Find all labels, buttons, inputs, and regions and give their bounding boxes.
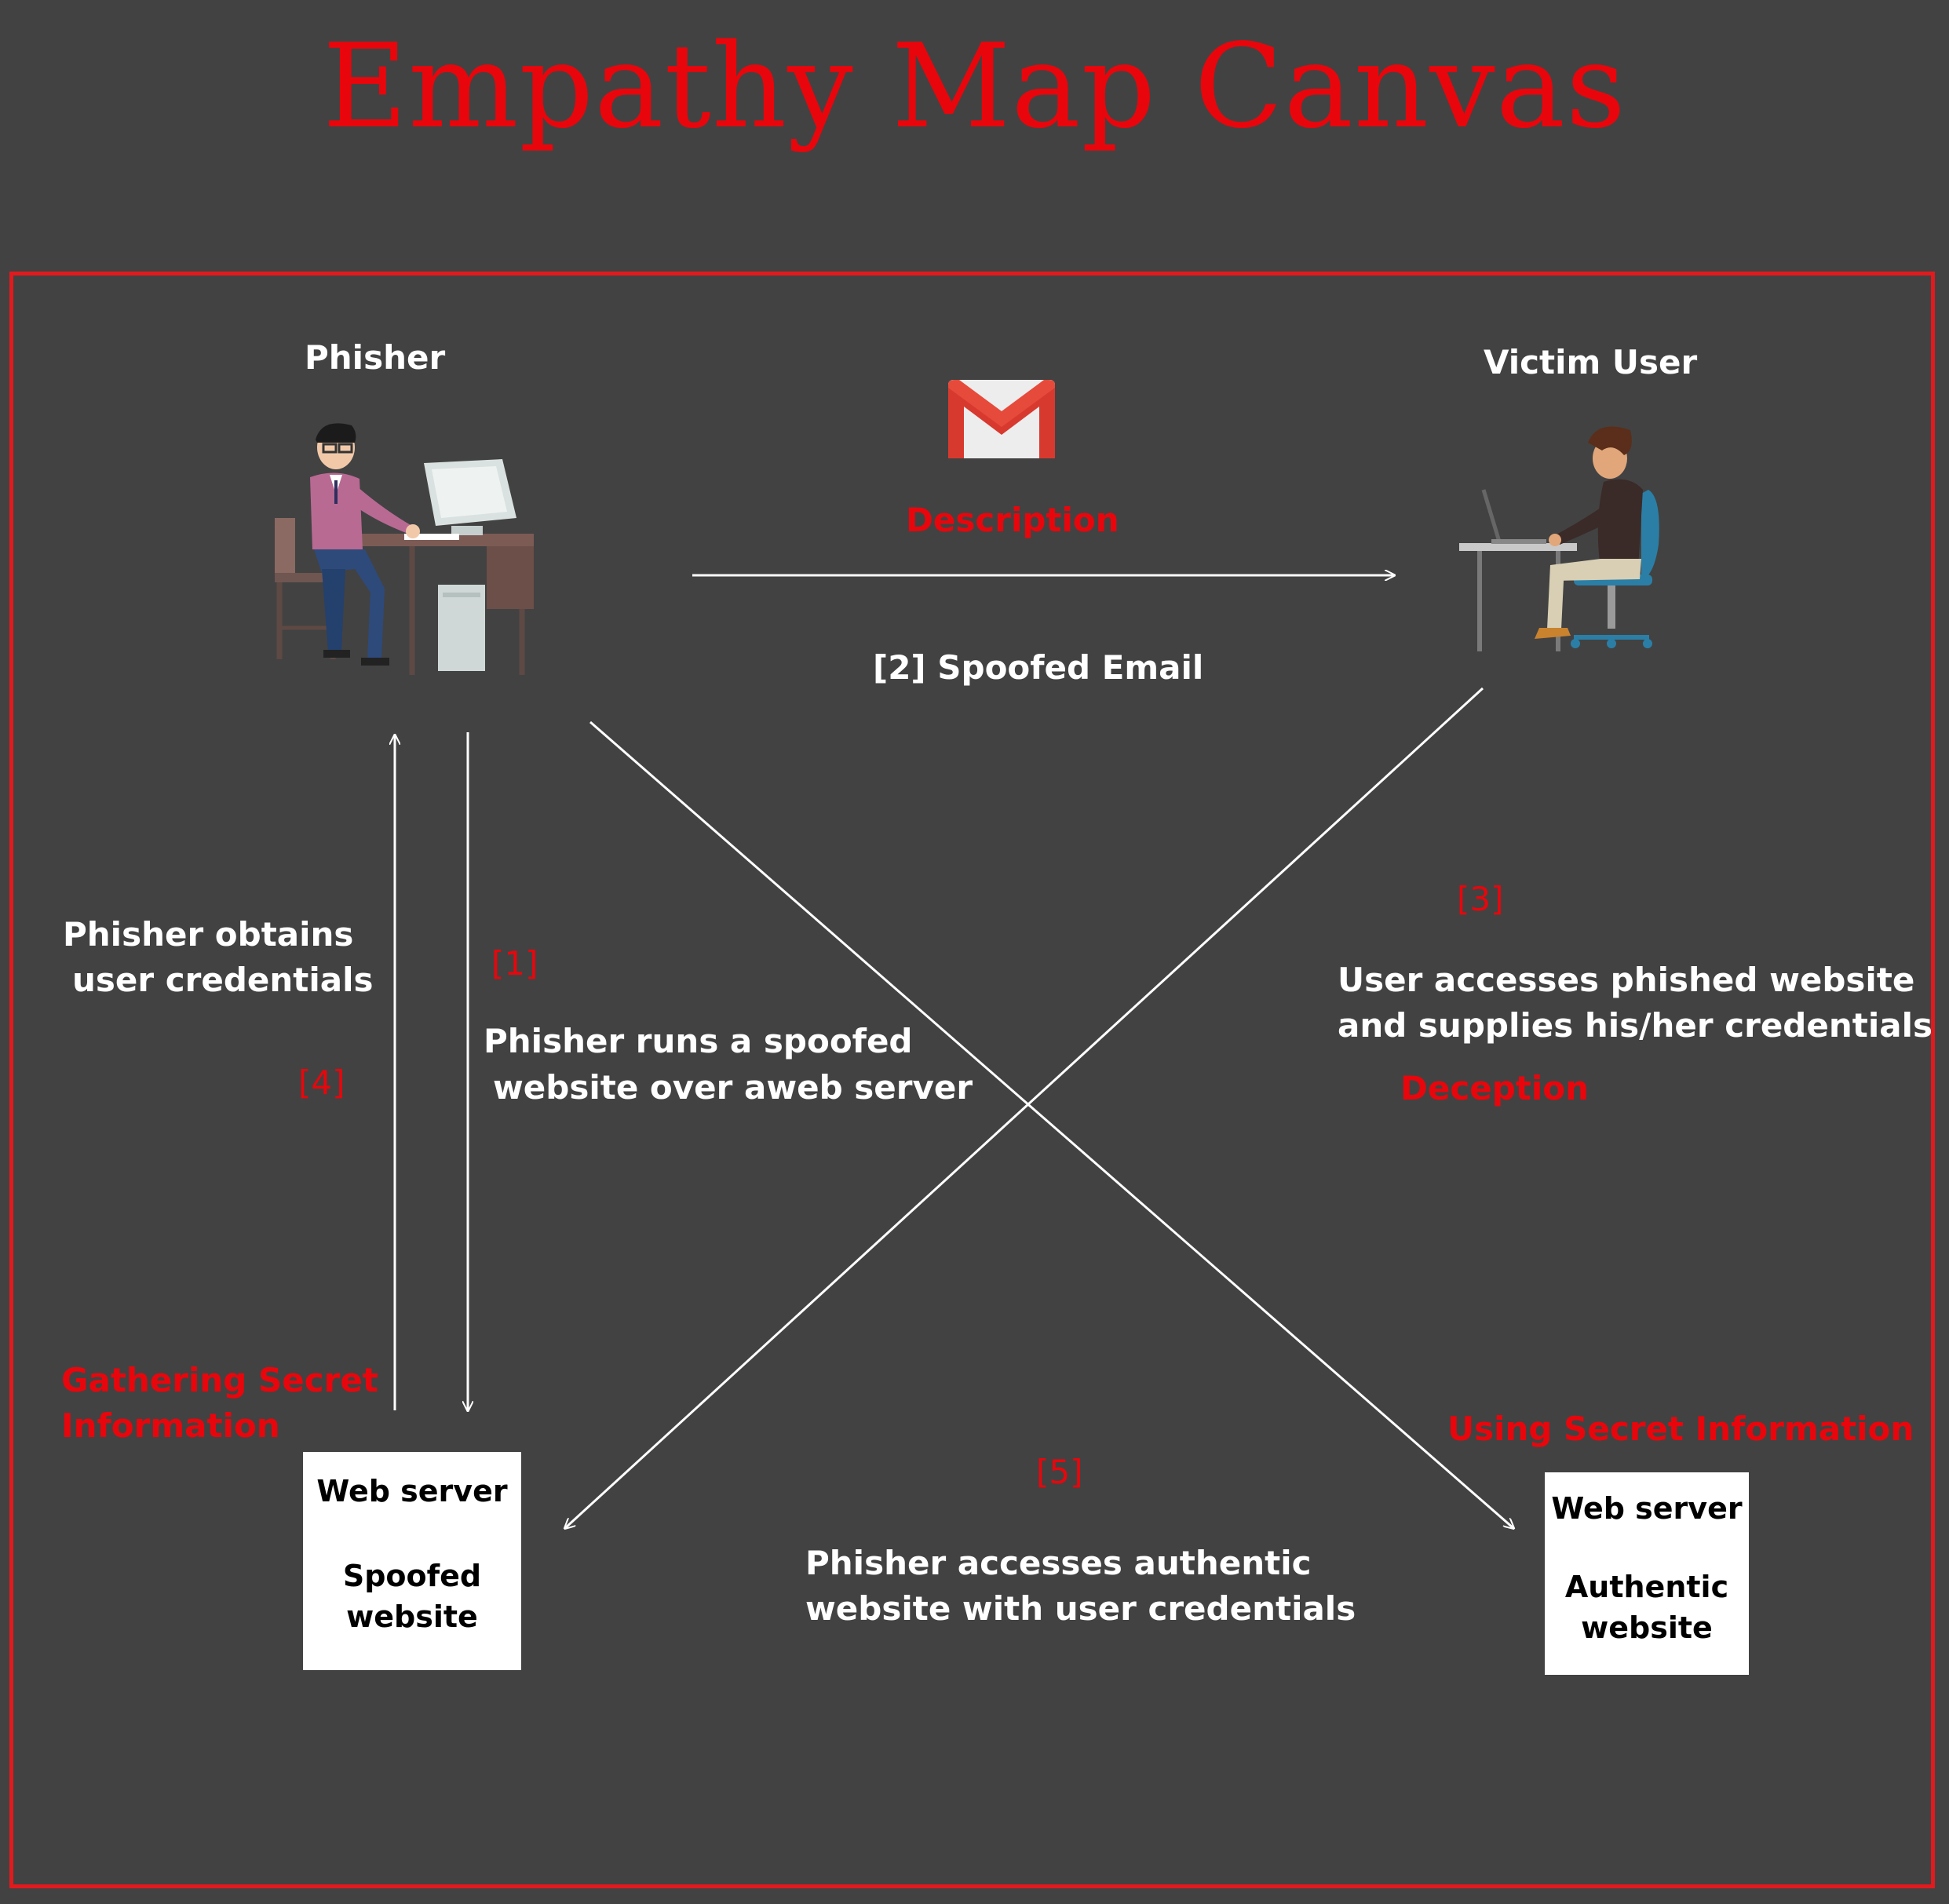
victim-label: Victim User [1484,343,1698,381]
description-label: Description [906,501,1119,539]
authentic-box-line2: Authentic [1564,1570,1729,1604]
step-2-label: [2] Spoofed Email [873,645,1203,691]
phisher-illustration [275,423,534,675]
canvas-frame [9,272,1935,1888]
step-5-text-line2: website with user credentials [805,1589,1356,1628]
deception-label: Deception [1400,1069,1589,1107]
step-2-number: [2] [873,648,926,687]
step-4-number: [4] [298,1063,345,1102]
step-1-text-line1: Phisher runs a spoofed [484,1022,913,1060]
spoofed-box-line2: Spoofed [342,1559,482,1593]
step-3-text-line1: User accesses phished website [1338,961,1915,999]
email-icon [948,380,1055,458]
step-5-text-line1: Phisher accesses authentic [805,1544,1312,1582]
authentic-box-line1: Web server [1551,1491,1743,1526]
step-3-text-line2: and supplies his/her credentials [1338,1006,1933,1045]
victim-illustration [1459,426,1659,651]
arrow-phisher-to-authentic-server [589,720,1513,1528]
phisher-label: Phisher [305,338,446,377]
spoofed-web-server-box: Web server Spoofed website [303,1452,521,1670]
authentic-web-server-box: Web server Authentic website [1545,1472,1749,1675]
spoofed-box-line1: Web server [316,1474,508,1508]
spoofed-box-line3: website [346,1599,478,1634]
step-1-number: [1] [491,944,538,983]
gathering-label-line1: Gathering Secret [61,1361,378,1399]
page-title: Empathy Map Canvas [323,19,1626,154]
step-1-text-line2: website over aweb server [493,1068,973,1107]
using-label: Using Secret Information [1447,1410,1914,1448]
step-3-number: [3] [1457,880,1504,918]
gathering-label-line2: Information [61,1406,280,1445]
arrow-victim-to-spoofed-server [565,687,1484,1528]
step-5-number: [5] [1036,1453,1083,1491]
authentic-box-line3: website [1581,1610,1713,1645]
step-4-text-line1: Phisher obtains [63,915,354,954]
step-2-text: Spoofed Email [937,648,1204,687]
step-4-text-line2: user credentials [72,961,374,999]
